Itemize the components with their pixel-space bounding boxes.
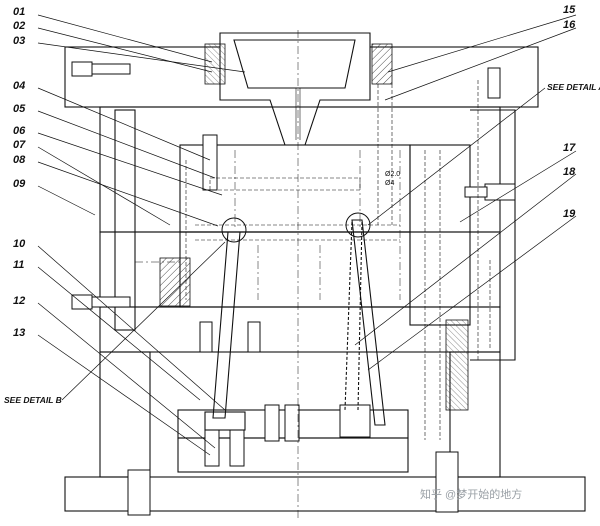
ejector-screw-4 <box>284 404 300 442</box>
bottom-clamp-plate <box>64 476 586 512</box>
support-screw-1 <box>199 321 213 353</box>
callout-01: 01 <box>13 6 25 18</box>
callout-16: 16 <box>563 19 576 31</box>
callout-19: 19 <box>563 208 576 220</box>
ejector-rod-right <box>435 451 459 513</box>
callouts-left: 01 02 03 04 05 06 07 08 09 10 11 12 13 S… <box>4 6 62 405</box>
callout-07: 07 <box>13 139 26 151</box>
sprue-bushing <box>219 32 371 146</box>
hatched-sections <box>159 43 469 411</box>
dimension-labels: Ø2.0 Ø4 <box>385 171 400 187</box>
callout-18: 18 <box>563 166 576 178</box>
callout-06: 06 <box>13 125 26 137</box>
callouts-right: 15 16 SEE DETAIL A 17 18 19 <box>547 4 600 220</box>
guide-pillar-left <box>114 109 136 331</box>
ejector-screw-3 <box>264 404 280 442</box>
callout-09: 09 <box>13 178 26 190</box>
screw-section-16 <box>371 43 393 85</box>
detail-b-circle <box>221 217 247 243</box>
detail-markers <box>221 212 371 243</box>
left-wedge-section <box>159 257 191 307</box>
ejector-screw-1 <box>204 429 220 467</box>
dimension-diameter-2: Ø2.0 <box>385 171 400 178</box>
ejector-block-right <box>339 404 371 438</box>
watermark: 知乎 @梦开始的地方 <box>420 487 522 501</box>
leader-lines <box>37 14 577 456</box>
ejector-rod-left <box>127 469 151 516</box>
dimension-diameter-4: Ø4 <box>385 180 394 187</box>
mold-outline <box>64 32 586 512</box>
screws <box>71 61 516 516</box>
right-side-block <box>470 109 516 361</box>
screw-head-top-left <box>71 61 93 77</box>
callout-15: 15 <box>563 4 576 16</box>
callout-10: 10 <box>13 238 26 250</box>
screw-right-top <box>487 67 501 99</box>
callout-04: 04 <box>13 80 25 92</box>
angled-lifters <box>204 219 386 431</box>
callout-11: 11 <box>13 259 24 271</box>
callout-12: 12 <box>13 295 25 307</box>
ejector-screw-2 <box>229 429 245 467</box>
lifter-right <box>351 219 386 426</box>
callout-02: 02 <box>13 20 25 32</box>
spacer-block-left <box>99 351 151 478</box>
support-screw-2 <box>247 321 261 353</box>
detail-b-label: SEE DETAIL B <box>4 395 62 405</box>
callout-13: 13 <box>13 327 25 339</box>
lifter-base-left <box>204 411 246 431</box>
hidden-lines <box>185 80 491 440</box>
screw-section-02 <box>204 43 226 85</box>
lifter-left <box>212 231 241 419</box>
detail-a-label: SEE DETAIL A <box>547 82 600 92</box>
callout-03: 03 <box>13 35 25 47</box>
callout-08: 08 <box>13 154 26 166</box>
callout-17: 17 <box>563 142 576 154</box>
core-insert <box>179 231 411 308</box>
callout-05: 05 <box>13 103 26 115</box>
right-slot-section <box>445 319 469 411</box>
